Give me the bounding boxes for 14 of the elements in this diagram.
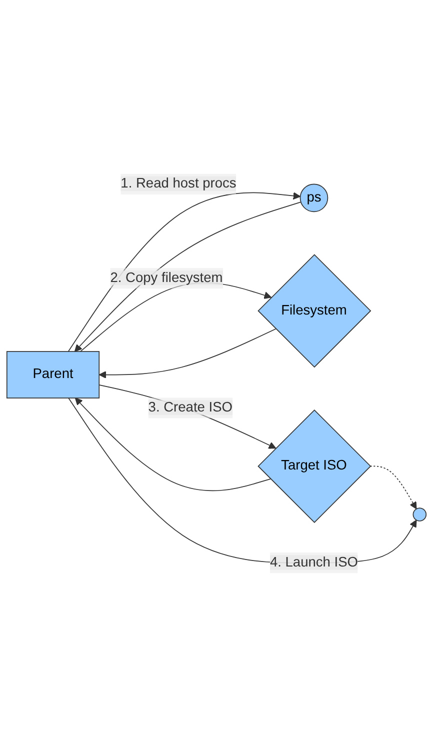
node-box: Parent: [6, 351, 100, 398]
arrow: [370, 466, 417, 510]
node-circle: [412, 508, 427, 522]
edge-label: 4. Launch ISO: [270, 555, 358, 570]
node-diamond: Filesystem: [258, 254, 372, 368]
node-circle: ps: [300, 184, 328, 212]
edge-label: 1. Read host procs: [120, 176, 236, 192]
arrow: [68, 398, 417, 564]
arrow: [74, 398, 271, 492]
arrow: [98, 328, 276, 379]
edge-label: 3. Create ISO: [148, 400, 233, 415]
arrow: [98, 384, 276, 449]
edge-label: 2. Copy filesystem: [110, 270, 223, 286]
node-diamond: Target ISO: [258, 409, 372, 523]
